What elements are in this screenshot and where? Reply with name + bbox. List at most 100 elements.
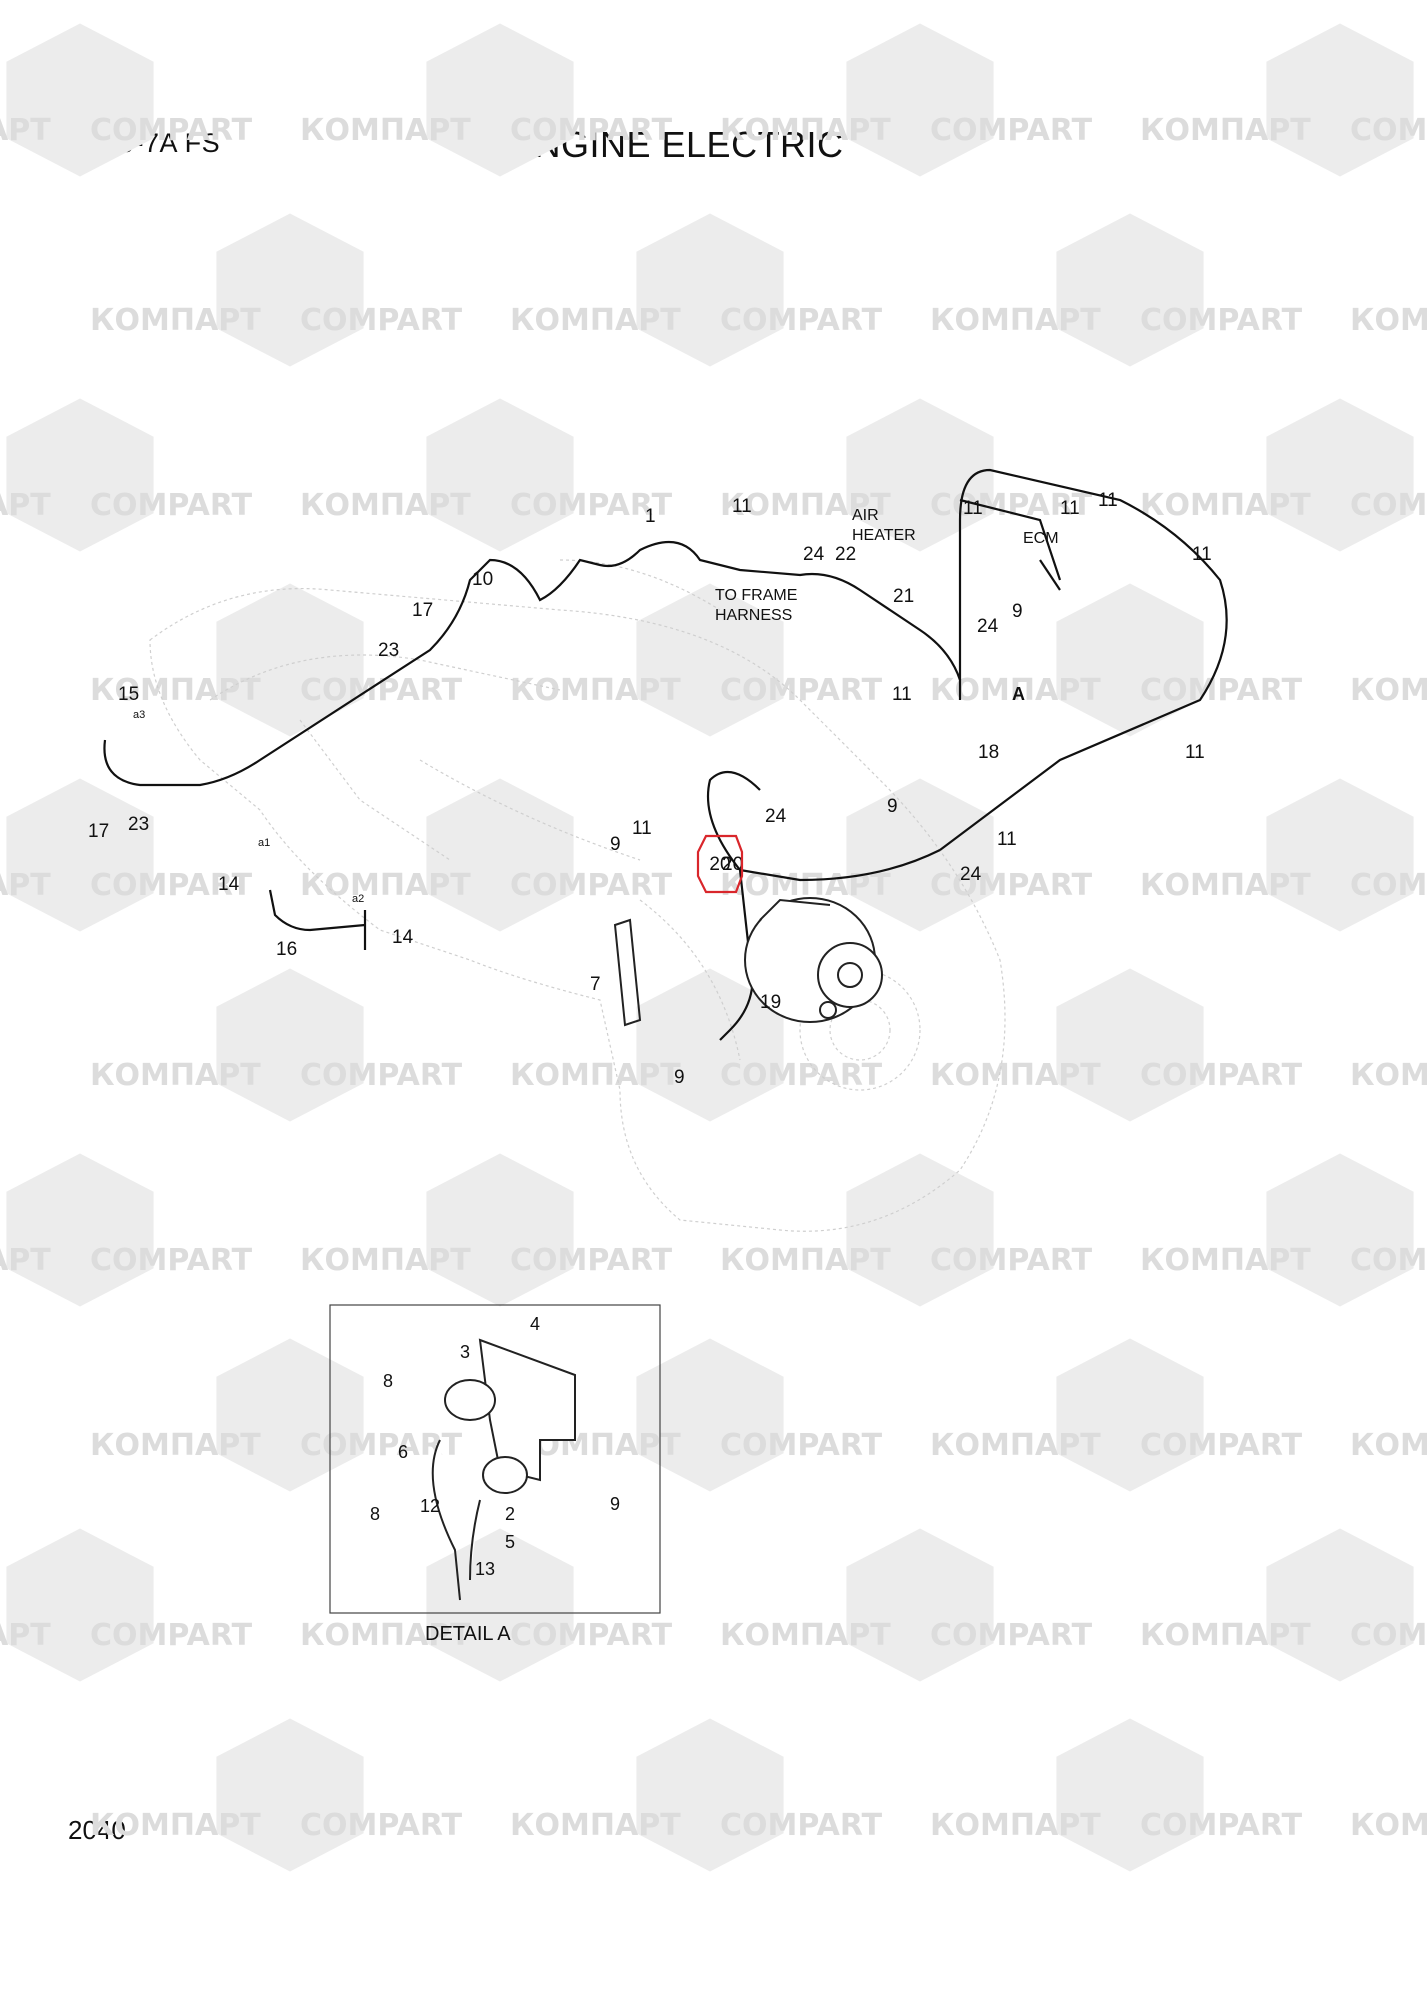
- watermark-text: COMPART: [720, 673, 883, 708]
- watermark-hexagon: [216, 213, 364, 367]
- watermark-hexagon: [6, 778, 154, 932]
- callout-number: 24: [803, 544, 825, 565]
- callout-number: 9: [674, 1067, 685, 1088]
- watermark-hexagon: [6, 23, 154, 177]
- label-heater: HEATER: [852, 527, 916, 544]
- detail-callout-number: 8: [383, 1371, 393, 1391]
- watermark-text: COMPART: [300, 303, 463, 338]
- watermark-text: КОМПАРТ: [90, 1058, 261, 1093]
- watermark-text: КОМПАРТ: [0, 1243, 51, 1278]
- watermark-hexagon: [846, 1153, 994, 1307]
- watermark-text: КОМПАРТ: [1350, 673, 1427, 708]
- watermark-text: COMPART: [1350, 868, 1427, 903]
- watermark-hexagon: [426, 398, 574, 552]
- watermark-text: КОМПАРТ: [1140, 113, 1311, 148]
- label-a1: a1: [258, 837, 270, 849]
- watermark-text: COMPART: [930, 488, 1093, 523]
- callout-number: 11: [1185, 742, 1205, 763]
- callout-number: 16: [276, 939, 297, 960]
- watermark-hexagon: [6, 398, 154, 552]
- watermark-text: КОМПАРТ: [510, 1808, 681, 1843]
- watermark-hexagon: [1056, 1338, 1204, 1492]
- highlight-marker: 20: [696, 834, 744, 894]
- watermark-text: COMPART: [930, 113, 1093, 148]
- watermark-text: КОМПАРТ: [1140, 488, 1311, 523]
- callout-number: 11: [1098, 490, 1118, 511]
- watermark-text: COMPART: [930, 868, 1093, 903]
- watermark-text: КОМПАРТ: [0, 488, 51, 523]
- callout-number: 17: [412, 600, 433, 621]
- watermark-hexagon: [846, 1528, 994, 1682]
- watermark-hexagon: [6, 1528, 154, 1682]
- watermark-text: COMPART: [1140, 1808, 1303, 1843]
- label-a2: a2: [352, 893, 364, 905]
- watermark-text: COMPART: [510, 1243, 673, 1278]
- callout-number: 21: [893, 586, 914, 607]
- watermark-text: COMPART: [1350, 113, 1427, 148]
- watermark-hexagon: [846, 398, 994, 552]
- callout-number: 23: [378, 640, 399, 661]
- callout-number: 11: [732, 496, 752, 517]
- watermark-text: COMPART: [510, 1618, 673, 1653]
- watermark-text: COMPART: [1140, 1428, 1303, 1463]
- watermark-text: КОМПАРТ: [1350, 303, 1427, 338]
- watermark-hexagon: [846, 23, 994, 177]
- watermark-hexagon: [1056, 1718, 1204, 1872]
- callout-number: 1: [645, 506, 656, 527]
- watermark-text: КОМПАРТ: [930, 1058, 1101, 1093]
- callout-number: 23: [128, 814, 149, 835]
- watermark-hexagon: [1056, 583, 1204, 737]
- watermark-text: COMPART: [1140, 673, 1303, 708]
- watermark-text: КОМПАРТ: [720, 488, 891, 523]
- watermark-text: COMPART: [1350, 488, 1427, 523]
- detail-a-title: DETAIL A: [425, 1623, 511, 1645]
- callout-number: 18: [978, 742, 999, 763]
- page-number: 2040: [68, 1815, 126, 1845]
- callout-number: 24: [960, 864, 982, 885]
- watermark-text: COMPART: [90, 488, 253, 523]
- watermark-text: КОМПАРТ: [930, 1808, 1101, 1843]
- watermark-hexagon: [1056, 213, 1204, 367]
- watermark-hexagon: [846, 778, 994, 932]
- watermark-text: COMPART: [300, 673, 463, 708]
- watermark-text: COMPART: [300, 1808, 463, 1843]
- highlight-number: 20: [709, 854, 730, 875]
- label-air: AIR: [852, 507, 879, 524]
- detail-callout-number: 4: [530, 1314, 540, 1334]
- watermark-text: КОМПАРТ: [300, 113, 471, 148]
- callout-number: 9: [1012, 601, 1023, 622]
- callout-number: 14: [218, 874, 240, 895]
- watermark-hexagon: [1266, 398, 1414, 552]
- watermark-hexagon: [636, 583, 784, 737]
- watermark-text: КОМПАРТ: [510, 673, 681, 708]
- watermark-text: КОМПАРТ: [300, 868, 471, 903]
- watermark-text: КОМПАРТ: [510, 303, 681, 338]
- watermark-text: КОМПАРТ: [720, 1243, 891, 1278]
- detail-callout-number: 8: [370, 1504, 380, 1524]
- watermark-text: КОМПАРТ: [300, 1243, 471, 1278]
- watermark-hexagon: [216, 1718, 364, 1872]
- watermark-hexagon: [1266, 23, 1414, 177]
- watermark-text: КОМПАРТ: [1140, 1243, 1311, 1278]
- watermark-text: COMPART: [1350, 1243, 1427, 1278]
- watermark-text: COMPART: [1140, 303, 1303, 338]
- watermark-hexagon: [426, 23, 574, 177]
- watermark-hexagon: [6, 1153, 154, 1307]
- watermark-text: КОМПАРТ: [90, 1808, 261, 1843]
- callout-number: 10: [472, 569, 493, 590]
- watermark-text: COMPART: [720, 1808, 883, 1843]
- watermark-text: COMPART: [90, 1243, 253, 1278]
- watermark-text: КОМПАРТ: [930, 303, 1101, 338]
- watermark-text: COMPART: [510, 868, 673, 903]
- watermark-text: COMPART: [300, 1058, 463, 1093]
- watermark-text: COMPART: [720, 303, 883, 338]
- watermark-text: КОМПАРТ: [1140, 1618, 1311, 1653]
- watermark-hexagon: [1266, 778, 1414, 932]
- watermark-text: КОМПАРТ: [90, 1428, 261, 1463]
- watermark-hexagon: [1266, 1153, 1414, 1307]
